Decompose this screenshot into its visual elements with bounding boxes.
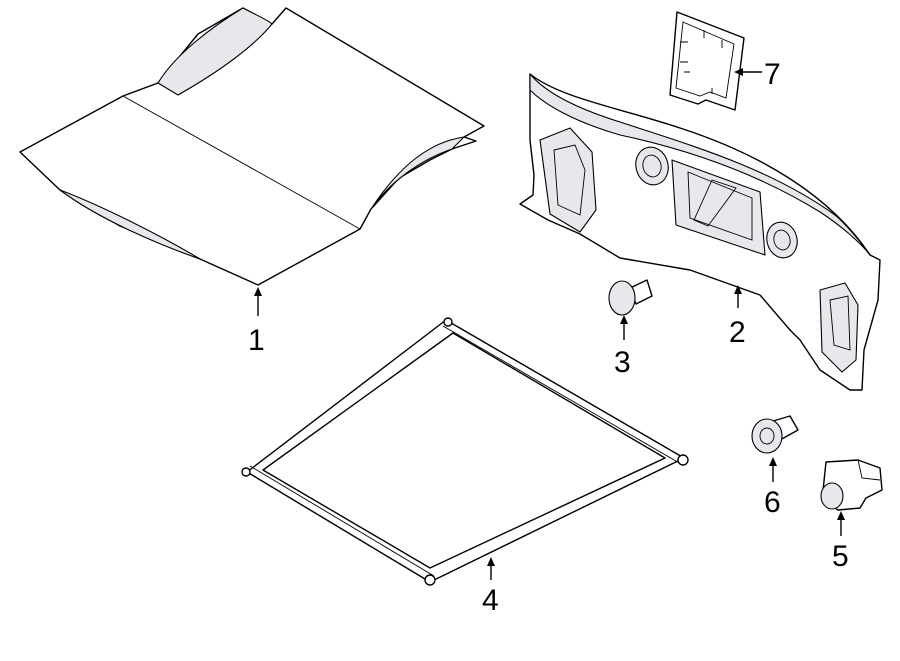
- part-3-push-pin[interactable]: [608, 279, 653, 316]
- part-2-trim-panel[interactable]: [519, 73, 881, 391]
- callout-4: 4: [482, 584, 499, 617]
- callout-2: 2: [729, 316, 746, 349]
- callout-5: 5: [832, 540, 849, 573]
- callout-3: 3: [614, 346, 631, 379]
- part-7-access-cover[interactable]: [669, 11, 745, 111]
- part-4-cargo-shade[interactable]: [241, 317, 689, 586]
- part-5-clip[interactable]: [820, 459, 883, 511]
- callout-7: 7: [764, 58, 781, 91]
- callout-6: 6: [764, 486, 781, 519]
- leader-lines: [254, 68, 845, 580]
- part-6-grommet[interactable]: [751, 415, 799, 454]
- part-1-floor-cover[interactable]: [19, 7, 485, 286]
- callout-1: 1: [248, 324, 265, 357]
